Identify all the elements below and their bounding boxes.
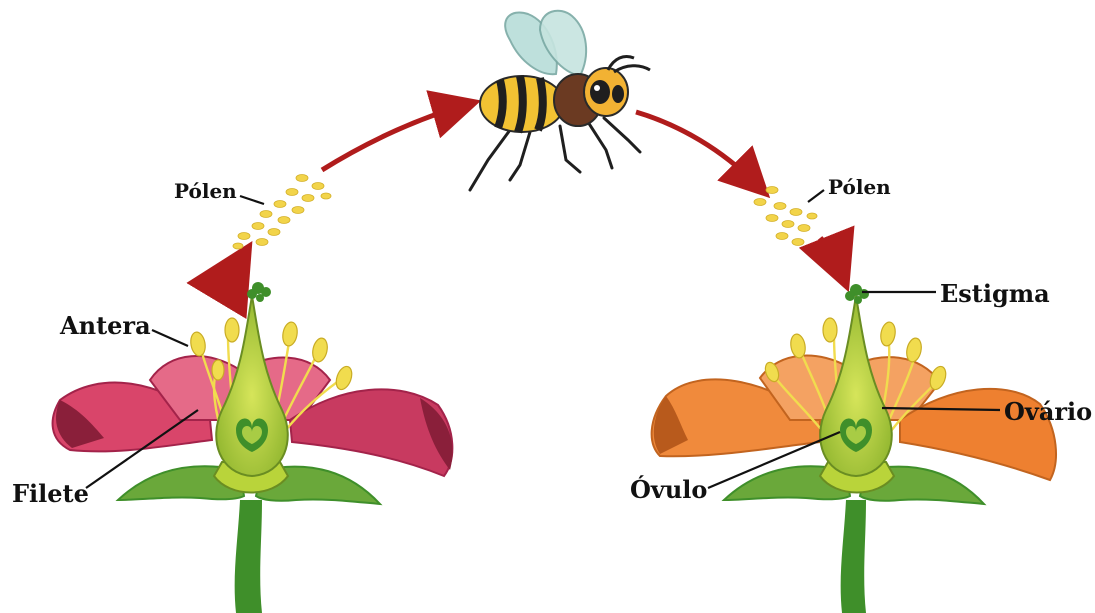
leader-anther <box>152 330 188 346</box>
label-pollen-right: Pólen <box>828 175 891 199</box>
label-anther: Antera <box>59 311 151 340</box>
arrow-to-bee <box>322 106 462 170</box>
label-pollen-left: Pólen <box>174 179 237 203</box>
pollen-grains-right <box>754 187 817 246</box>
right-stigma <box>845 284 869 304</box>
right-flower <box>652 284 1056 613</box>
label-filament: Filete <box>12 479 89 508</box>
label-stigma: Estigma <box>940 279 1050 308</box>
arrow-to-stigma <box>820 238 840 270</box>
leader-pollen-left <box>240 196 264 204</box>
arrow-to-pollen-left <box>222 265 238 302</box>
bee-illustration <box>470 11 650 190</box>
label-ovule: Óvulo <box>630 475 707 504</box>
arrow-from-bee <box>636 112 756 184</box>
pollen-grains-left <box>233 175 331 250</box>
pollination-arrows <box>222 106 840 302</box>
label-ovary: Ovário <box>1004 397 1092 426</box>
leader-pollen-right <box>808 190 824 202</box>
